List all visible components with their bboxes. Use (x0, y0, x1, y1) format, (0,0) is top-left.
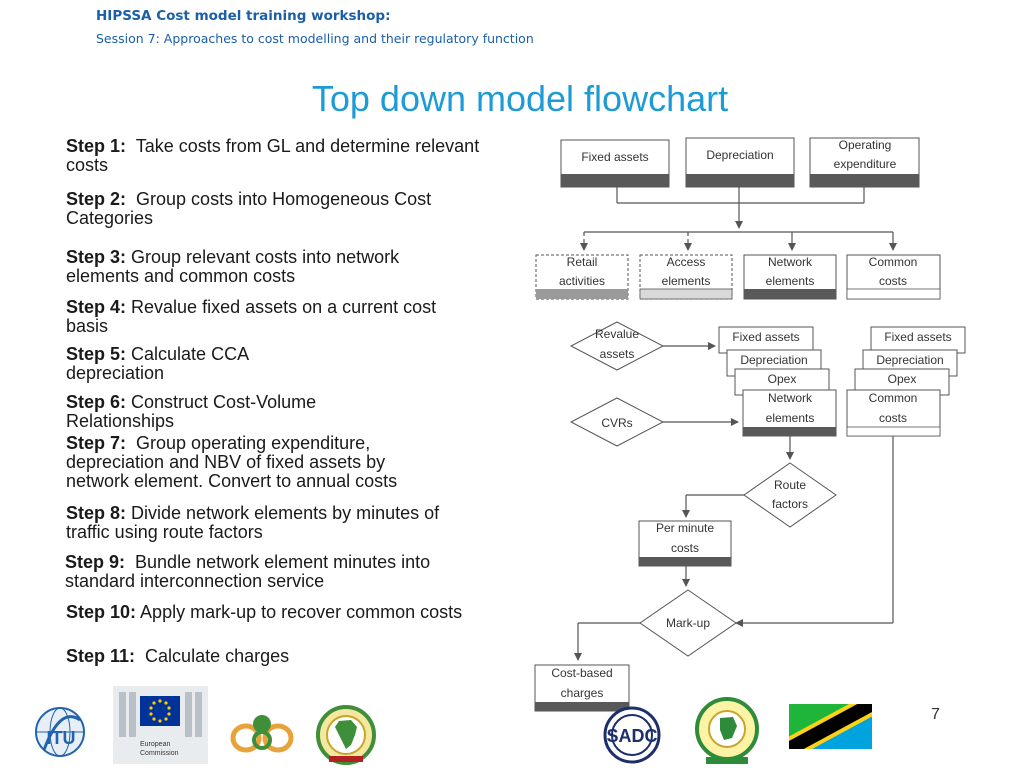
step-label: Step 9: (65, 552, 126, 572)
stack-label: costs (879, 411, 907, 425)
box-label: elements (662, 274, 711, 288)
step-text: Revalue fixed assets on a current cost b… (66, 297, 437, 336)
european-commission-logo: European Commission (113, 686, 208, 764)
box-label: Access (667, 255, 706, 269)
logo-text: ITU (47, 728, 76, 748)
step-1: Step 1: Take costs from GL and determine… (66, 137, 486, 175)
diamond-revalue-assets: Revalue assets (569, 321, 665, 371)
box-label: elements (766, 274, 815, 288)
diamond-label: Revalue (595, 327, 639, 341)
page-number: 7 (931, 706, 940, 723)
step-text: Take costs from GL and determine relevan… (66, 136, 480, 175)
step-text: Apply mark-up to recover common costs (140, 602, 463, 622)
step-11: Step 11: Calculate charges (66, 647, 486, 666)
stack-label: Common (869, 391, 918, 405)
box-label: costs (671, 541, 699, 555)
box-label: Common (869, 255, 918, 269)
step-text: Bundle network element minutes into stan… (65, 552, 431, 591)
step-3: Step 3: Group relevant costs into networ… (66, 248, 446, 286)
stack-label: elements (766, 411, 815, 425)
box-label: activities (559, 274, 605, 288)
step-4: Step 4: Revalue fixed assets on a curren… (66, 298, 446, 336)
step-label: Step 3: (66, 247, 127, 267)
stack-label: Depreciation (740, 353, 807, 367)
logo-text: European (140, 741, 170, 748)
step-10: Step 10: Apply mark-up to recover common… (66, 603, 466, 622)
step-text: Calculate CCA depreciation (66, 344, 249, 383)
session-subheader: Session 7: Approaches to cost modelling … (96, 31, 534, 46)
stack-label: Opex (888, 372, 917, 386)
step-5: Step 5: Calculate CCA depreciation (66, 345, 286, 383)
box-retail-activities: Retail activities (535, 254, 629, 300)
itu-logo: ITU (35, 707, 85, 757)
step-text: Divide network elements by minutes of tr… (66, 503, 440, 542)
box-depreciation: Depreciation (685, 137, 795, 188)
stack-common-costs: Fixed assets Depreciation Opex Common co… (846, 326, 966, 437)
diamond-route-factors: Route factors (743, 462, 837, 528)
step-text: Calculate charges (145, 646, 290, 666)
stack-label: Fixed assets (732, 330, 799, 344)
box-per-minute-costs: Per minute costs (638, 520, 732, 567)
step-label: Step 8: (66, 503, 127, 523)
step-text: Group relevant costs into network elemen… (66, 247, 400, 286)
east-african-community-emblem (695, 697, 759, 764)
step-label: Step 11: (66, 646, 136, 666)
box-label: charges (561, 686, 604, 700)
step-text: Group costs into Homogeneous Cost Catego… (66, 189, 432, 228)
box-label: costs (879, 274, 907, 288)
tanzania-flag (789, 704, 872, 749)
box-operating-expenditure: Operating expenditure (809, 137, 920, 188)
step-7: Step 7: Group operating expenditure, dep… (66, 434, 451, 491)
stack-label: Depreciation (876, 353, 943, 367)
slide-title: Top down model flowchart (311, 78, 729, 119)
step-label: Step 4: (66, 297, 127, 317)
stack-label: Network (768, 391, 813, 405)
box-fixed-assets: Fixed assets (560, 139, 670, 188)
stack-label: Opex (768, 372, 797, 386)
box-label: Per minute (656, 521, 714, 535)
step-label: Step 2: (66, 189, 127, 209)
step-6: Step 6: Construct Cost-Volume Relationsh… (66, 393, 366, 431)
step-text: Construct Cost-Volume Relationships (66, 392, 317, 431)
diamond-label: CVRs (601, 416, 632, 430)
step-2: Step 2: Group costs into Homogeneous Cos… (66, 190, 486, 228)
acp-logo (230, 715, 294, 753)
step-label: Step 7: (66, 433, 127, 453)
stack-label: Fixed assets (884, 330, 951, 344)
diamond-markup: Mark-up (639, 589, 737, 657)
stack-network-elements: Fixed assets Depreciation Opex Network e… (718, 326, 837, 437)
logo-text: SADC (606, 726, 657, 746)
box-label: Operating (839, 138, 892, 152)
box-label: expenditure (834, 157, 897, 171)
box-access-elements: Access elements (639, 254, 733, 300)
step-label: Step 10: (66, 602, 137, 622)
box-label: Depreciation (706, 148, 773, 162)
step-text: Group operating expenditure, depreciatio… (66, 433, 398, 491)
box-label: Fixed assets (581, 150, 648, 164)
workshop-header: HIPSSA Cost model training workshop: (96, 8, 391, 24)
diamond-label: Mark-up (666, 616, 710, 630)
step-9: Step 9: Bundle network element minutes i… (65, 553, 475, 591)
box-label: Network (768, 255, 813, 269)
step-8: Step 8: Divide network elements by minut… (66, 504, 481, 542)
diamond-cvrs: CVRs (569, 397, 665, 447)
logo-text: Commission (140, 750, 179, 757)
box-label: Retail (567, 255, 598, 269)
diamond-label: assets (600, 347, 635, 361)
sadc-logo: SADC (603, 706, 661, 764)
african-union-emblem (316, 705, 376, 765)
box-common-costs: Common costs (846, 254, 941, 300)
diamond-label: factors (772, 497, 808, 511)
box-cost-based-charges: Cost-based charges (534, 664, 630, 712)
diamond-label: Route (774, 478, 806, 492)
step-label: Step 1: (66, 136, 127, 156)
step-label: Step 6: (66, 392, 127, 412)
box-label: Cost-based (551, 666, 612, 680)
box-network-elements: Network elements (743, 254, 837, 300)
step-label: Step 5: (66, 344, 127, 364)
